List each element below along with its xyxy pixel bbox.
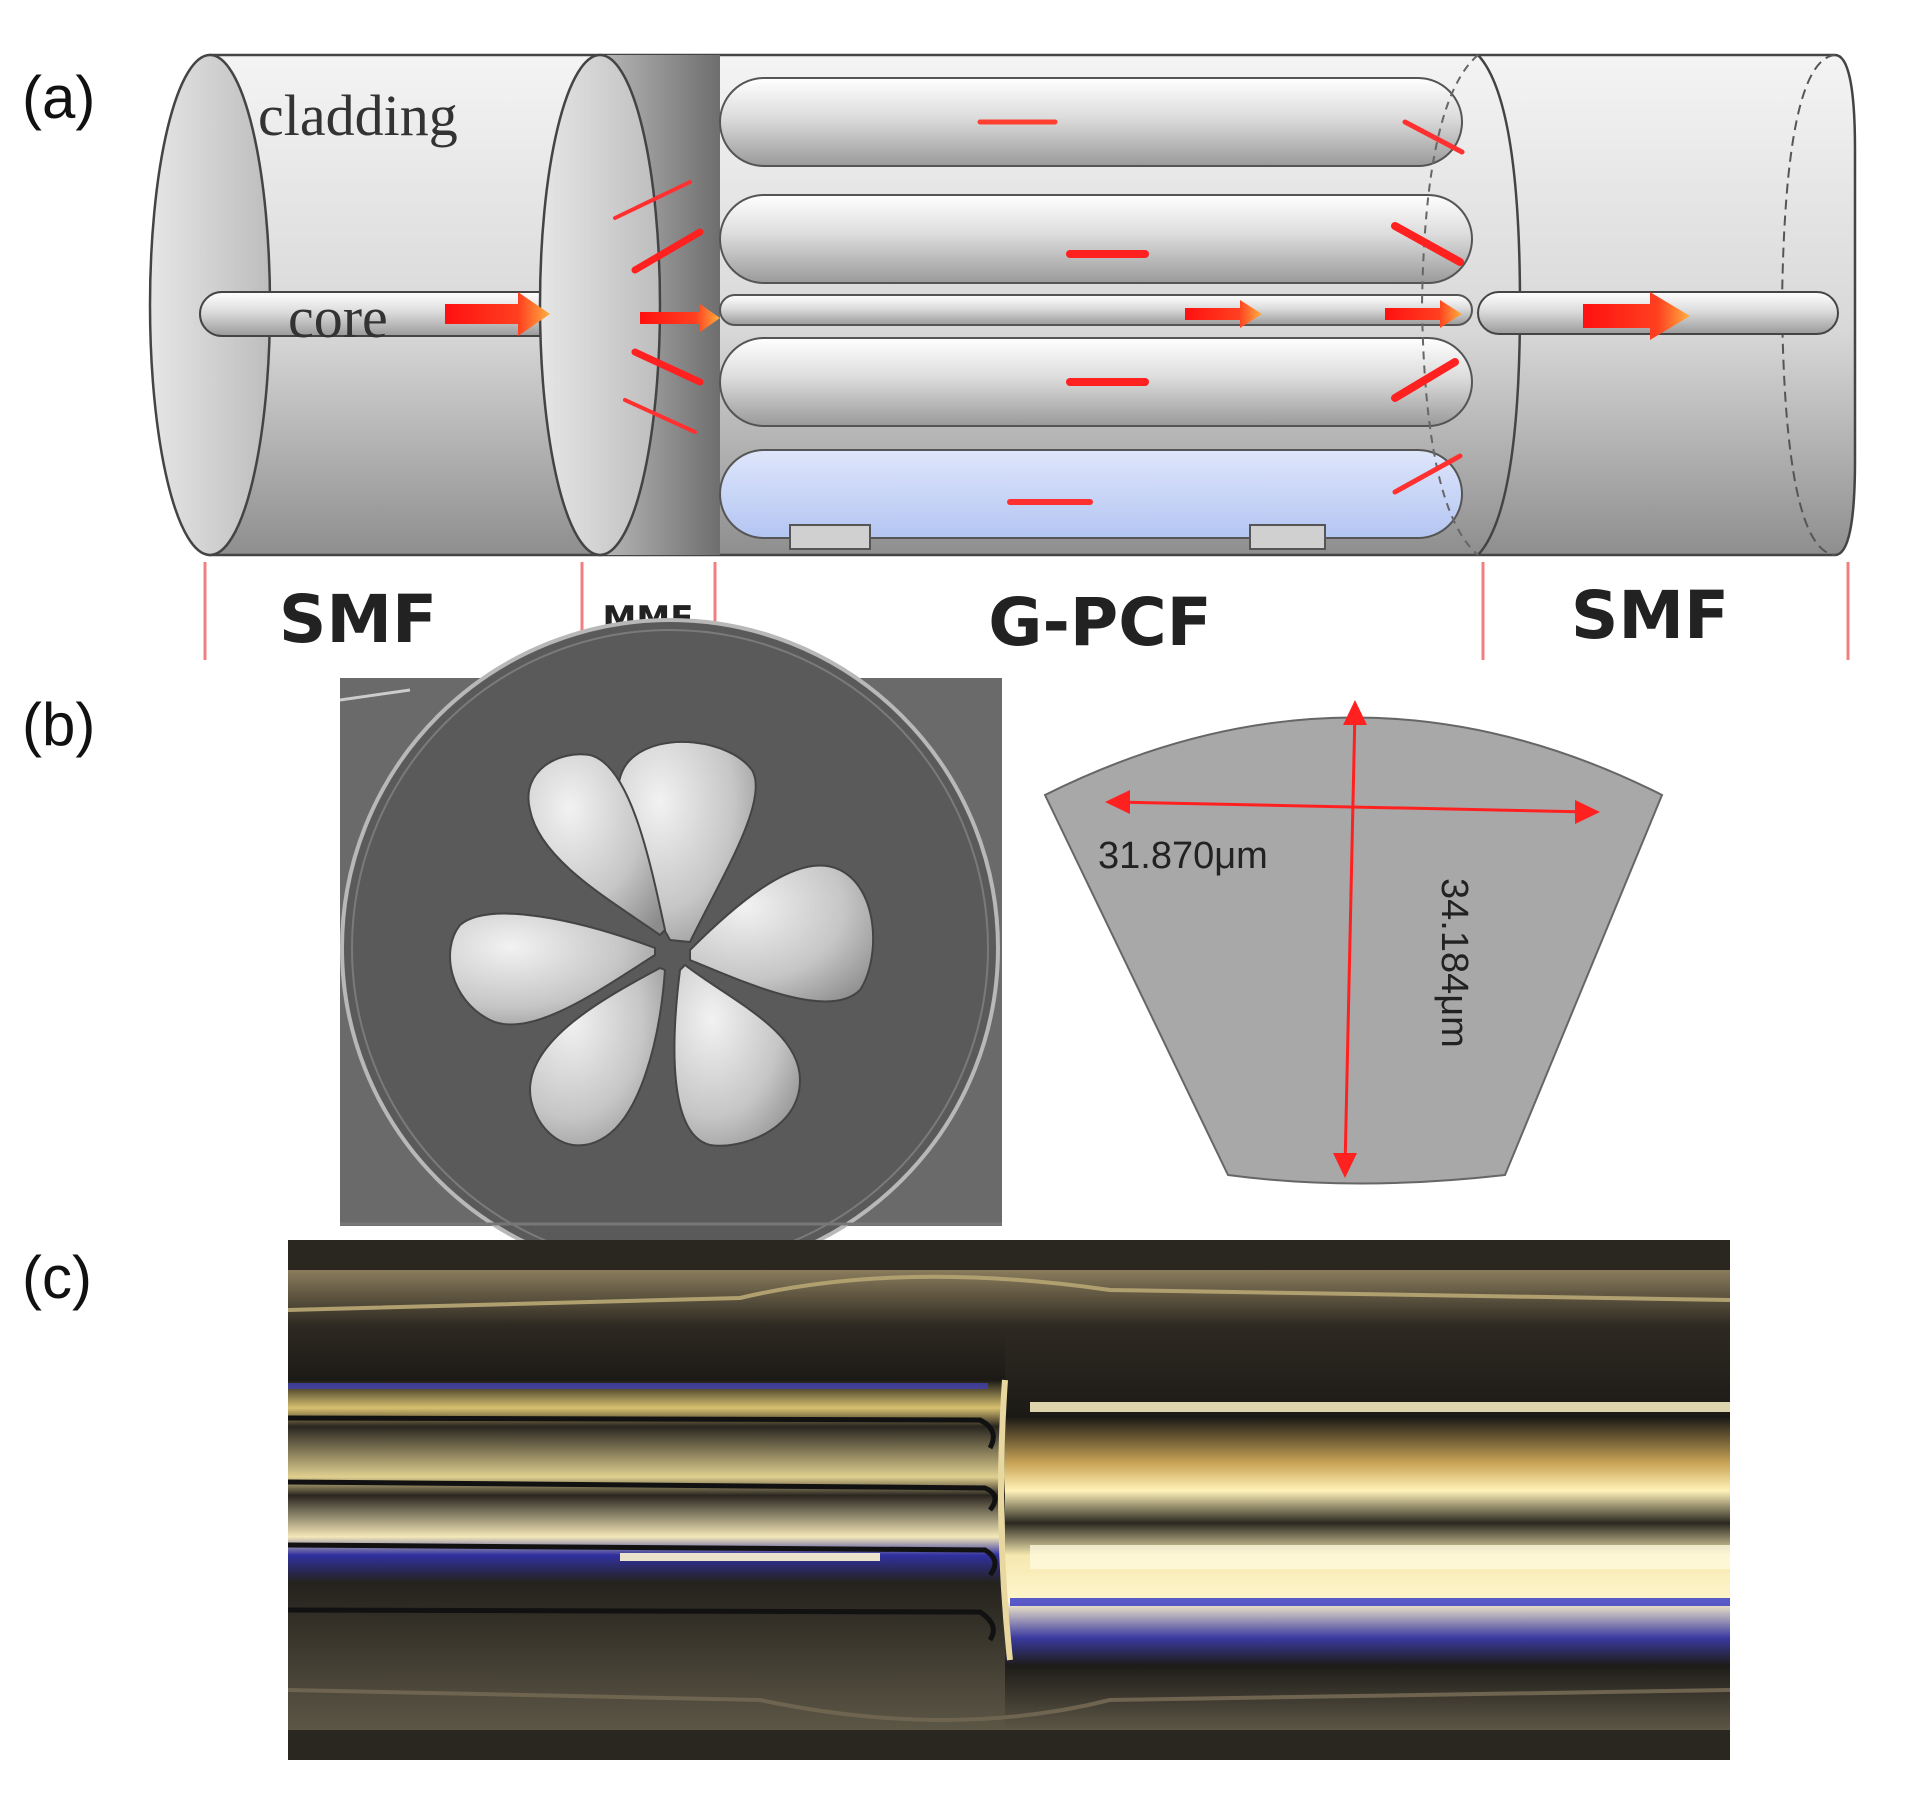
mmf-front-face <box>538 53 662 557</box>
fusion-splice-micrograph <box>287 1240 1731 1760</box>
panel-b-cross-section: (b) <box>22 618 1664 1278</box>
gpcf-tube-1 <box>719 77 1463 167</box>
fiber-cross-section <box>340 618 1000 1278</box>
panel-c-label: (c) <box>22 1244 92 1311</box>
height-dimension-label: 34.184μm <box>1433 878 1475 1048</box>
light-arrows <box>445 292 1690 340</box>
panel-b-label: (b) <box>22 691 95 758</box>
core-label: core <box>288 285 388 350</box>
electrode-pad-right <box>1249 524 1326 550</box>
panel-c-micrograph: (c) <box>22 1240 1731 1760</box>
cladding-label: cladding <box>258 83 458 148</box>
air-hole-petals <box>449 740 875 1147</box>
section-label-smf-right: SMF <box>1571 577 1729 654</box>
sem-image <box>339 618 1002 1278</box>
gpcf-center-core <box>719 294 1473 326</box>
arrow-mmf-center <box>640 304 720 332</box>
section-label-gpcf: G-PCF <box>988 584 1211 661</box>
gpcf-liquid-filled-tube <box>719 449 1463 539</box>
electrode-pad-left <box>789 524 871 550</box>
panel-a-label: (a) <box>22 64 95 131</box>
arrow-core-end <box>1385 300 1462 328</box>
width-dimension-label: 31.870μm <box>1098 835 1268 877</box>
arrow-core-mid <box>1185 300 1262 328</box>
sector-shape <box>1043 716 1664 1185</box>
gpcf-tubes <box>719 77 1473 550</box>
air-hole-dimension-diagram: 31.870μm 34.184μm <box>1043 700 1664 1185</box>
capillary-ends <box>287 1415 998 1642</box>
height-dimension-arrow <box>1333 700 1367 1178</box>
arrow-input-core <box>445 292 550 336</box>
gpcf-tube-2 <box>719 194 1473 284</box>
light-rays <box>613 119 1465 505</box>
arrow-output-core <box>1583 292 1690 340</box>
section-label-smf-left: SMF <box>279 581 437 658</box>
panel-a-schematic: (a) cladding core <box>22 53 1857 661</box>
